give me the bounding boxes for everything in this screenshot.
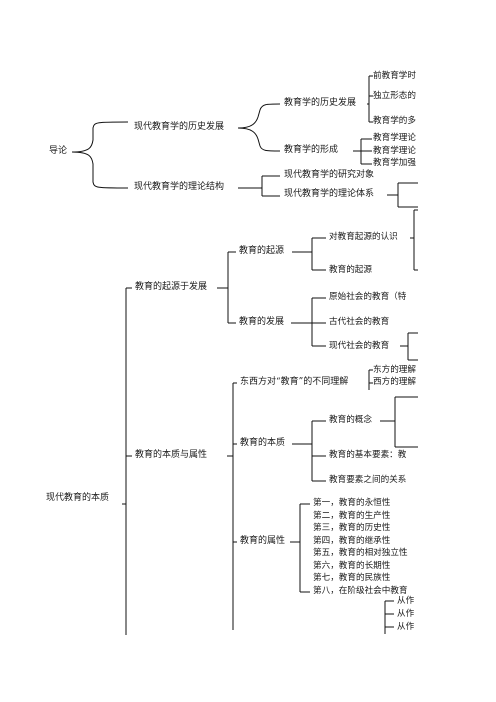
development-item-3: 现代社会的教育: [329, 341, 390, 351]
understanding-item-west: 西方的理解: [373, 377, 416, 387]
understanding-item-east: 东方的理解: [373, 365, 416, 375]
origin-item-1: 对教育起源的认识: [329, 232, 398, 242]
history-item-1: 前教育学时: [373, 71, 416, 81]
attribute-item-3: 第三，教育的历史性: [313, 523, 391, 533]
pedagogy-formation-node: 教育学的形成: [284, 145, 339, 155]
attribute-item-5: 第五，教育的相对独立性: [313, 548, 408, 558]
attribute-item-2: 第二，教育的生产性: [313, 511, 391, 521]
history-development-node: 现代教育学的历史发展: [134, 122, 225, 132]
nature-item-1: 教育的概念: [329, 415, 372, 425]
development-item-1: 原始社会的教育（特: [329, 292, 407, 302]
education-nature-node: 教育的本质: [240, 438, 286, 448]
nature-item-2: 教育的基本要素：教: [329, 450, 407, 460]
nature-attribute-node: 教育的本质与属性: [135, 450, 208, 460]
attribute-item-6: 第六，教育的长期性: [313, 561, 391, 571]
history-item-3: 教育学的多: [373, 116, 416, 126]
intro-root-node: 导论: [49, 146, 68, 156]
east-west-understanding-node: 东西方对“教育”的不同理解: [240, 377, 349, 387]
education-origin-node: 教育的起源: [239, 246, 285, 256]
attribute-item-1: 第一，教育的永恒性: [313, 498, 391, 508]
origin-development-node: 教育的起源于发展: [135, 282, 208, 292]
education-development-node: 教育的发展: [239, 317, 285, 327]
attribute-item-4: 第四，教育的继承性: [313, 536, 391, 546]
formation-item-3: 教育学加强: [373, 158, 416, 168]
pedagogy-history-node: 教育学的历史发展: [284, 98, 357, 108]
class-society-subitem-3: 从作: [397, 622, 415, 632]
attribute-item-8: 第八，在阶级社会中教育: [313, 586, 408, 596]
formation-item-1: 教育学理论: [373, 133, 416, 143]
theory-system-node: 现代教育学的理论体系: [284, 189, 375, 199]
development-item-2: 古代社会的教育: [329, 317, 390, 327]
essence-root-node: 现代教育的本质: [46, 493, 110, 503]
class-society-subitem-1: 从作: [397, 596, 415, 606]
research-object-node: 现代教育学的研究对象: [284, 170, 375, 180]
connector-lines: [71, 75, 418, 635]
theory-structure-node: 现代教育学的理论结构: [134, 182, 225, 192]
attribute-item-7: 第七，教育的民族性: [313, 573, 391, 583]
formation-item-2: 教育学理论: [373, 146, 416, 156]
class-society-subitem-2: 从作: [397, 609, 415, 619]
nature-item-3: 教育要素之间的关系: [329, 475, 407, 485]
mind-map-canvas: 导论 现代教育学的历史发展 教育学的历史发展 前教育学时 独立形态的 教育学的多…: [46, 71, 418, 635]
education-attribute-node: 教育的属性: [240, 536, 286, 546]
origin-item-2: 教育的起源: [329, 265, 372, 275]
history-item-2: 独立形态的: [373, 91, 416, 101]
